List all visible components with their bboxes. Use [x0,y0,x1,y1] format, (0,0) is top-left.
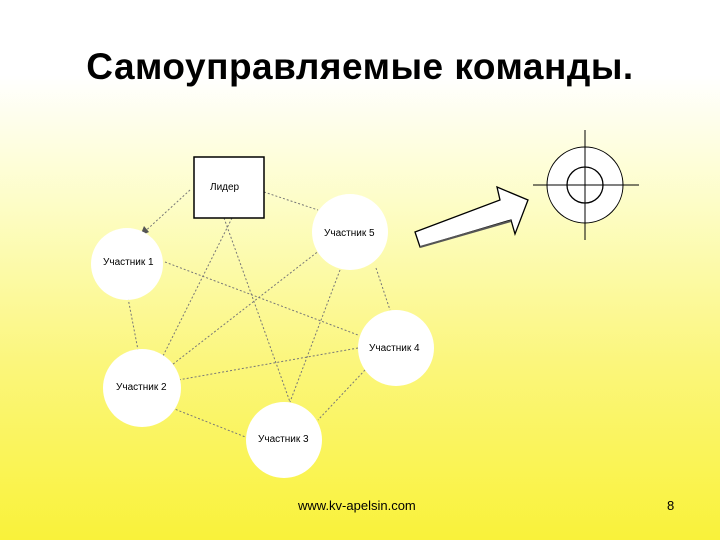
link-leader-member1 [139,189,191,237]
member-node-5: Участник 5 [312,194,388,270]
leader-label: Лидер [210,182,240,193]
leader-box [193,156,265,219]
slide-title: Самоуправляемые команды. [86,46,634,87]
link-leader-member5 [263,191,319,211]
member-node-2: Участник 2 [103,349,181,427]
page-number: 8 [667,498,675,513]
link-member5-member3 [289,269,341,403]
member-3-label: Участник 3 [258,434,309,445]
member-5-label: Участник 5 [324,228,375,239]
link-member1-member2 [127,297,139,351]
direction-arrow [414,185,529,248]
connection-lines [127,189,391,439]
member-node-1: Участник 1 [91,228,163,300]
member-1-label: Участник 1 [103,257,154,268]
member-2-label: Участник 2 [116,382,167,393]
link-member4-member2 [177,347,359,381]
link-member5-member4 [375,267,391,311]
link-member1-member4 [164,261,359,336]
link-member2-member3 [171,407,249,439]
link-leader-member2 [159,217,233,363]
member-node-3: Участник 3 [246,402,322,478]
member-node-4: Участник 4 [358,310,434,386]
link-member4-member3 [317,369,366,421]
footer-url: www.kv-apelsin.com [298,498,416,513]
link-leader-member3 [223,217,291,403]
target-icon [533,130,639,240]
direction-arrow-shade [419,220,512,248]
member-4-label: Участник 4 [369,343,420,354]
link-member5-member2 [167,249,321,369]
